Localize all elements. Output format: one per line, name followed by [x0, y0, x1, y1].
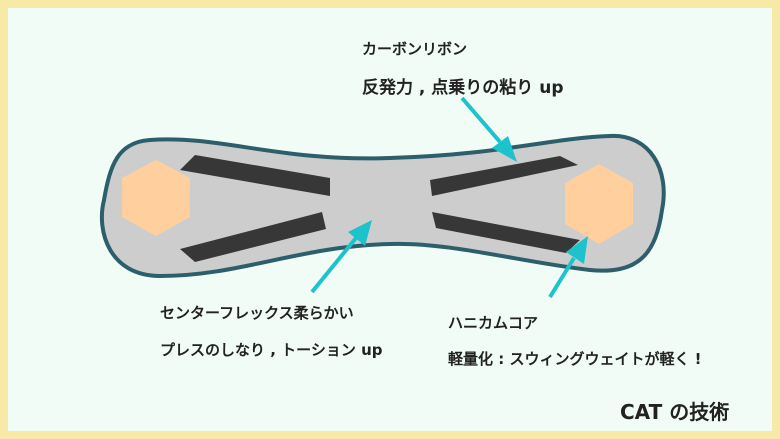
- honeycomb-title: ハニカムコア: [448, 314, 539, 332]
- honeycomb-hexagon-right: [565, 164, 633, 244]
- carbon-ribbon-upper-left: [180, 155, 330, 196]
- honeycomb-hexagon-left: [122, 160, 190, 236]
- footer-title: CAT の技術: [620, 400, 730, 424]
- honeycomb-description: 軽量化 : スウィングウェイトが軽く !: [448, 350, 702, 368]
- carbon-ribbon-lower-left: [180, 212, 326, 262]
- carbon-ribbon-description: 反発力 , 点乗りの粘り up: [362, 78, 564, 98]
- arrow-to-honeycomb: [548, 236, 588, 299]
- center-flex-title: センターフレックス柔らかい: [160, 304, 354, 322]
- carbon-ribbon-upper-right: [430, 156, 578, 196]
- center-flex-description: プレスのしなり , トーション up: [160, 341, 383, 359]
- carbon-ribbon-lower-right: [432, 212, 580, 253]
- arrow-to-center-flex: [310, 220, 372, 294]
- arrow-to-carbon-ribbon: [460, 96, 517, 162]
- carbon-ribbon-title: カーボンリボン: [362, 40, 468, 58]
